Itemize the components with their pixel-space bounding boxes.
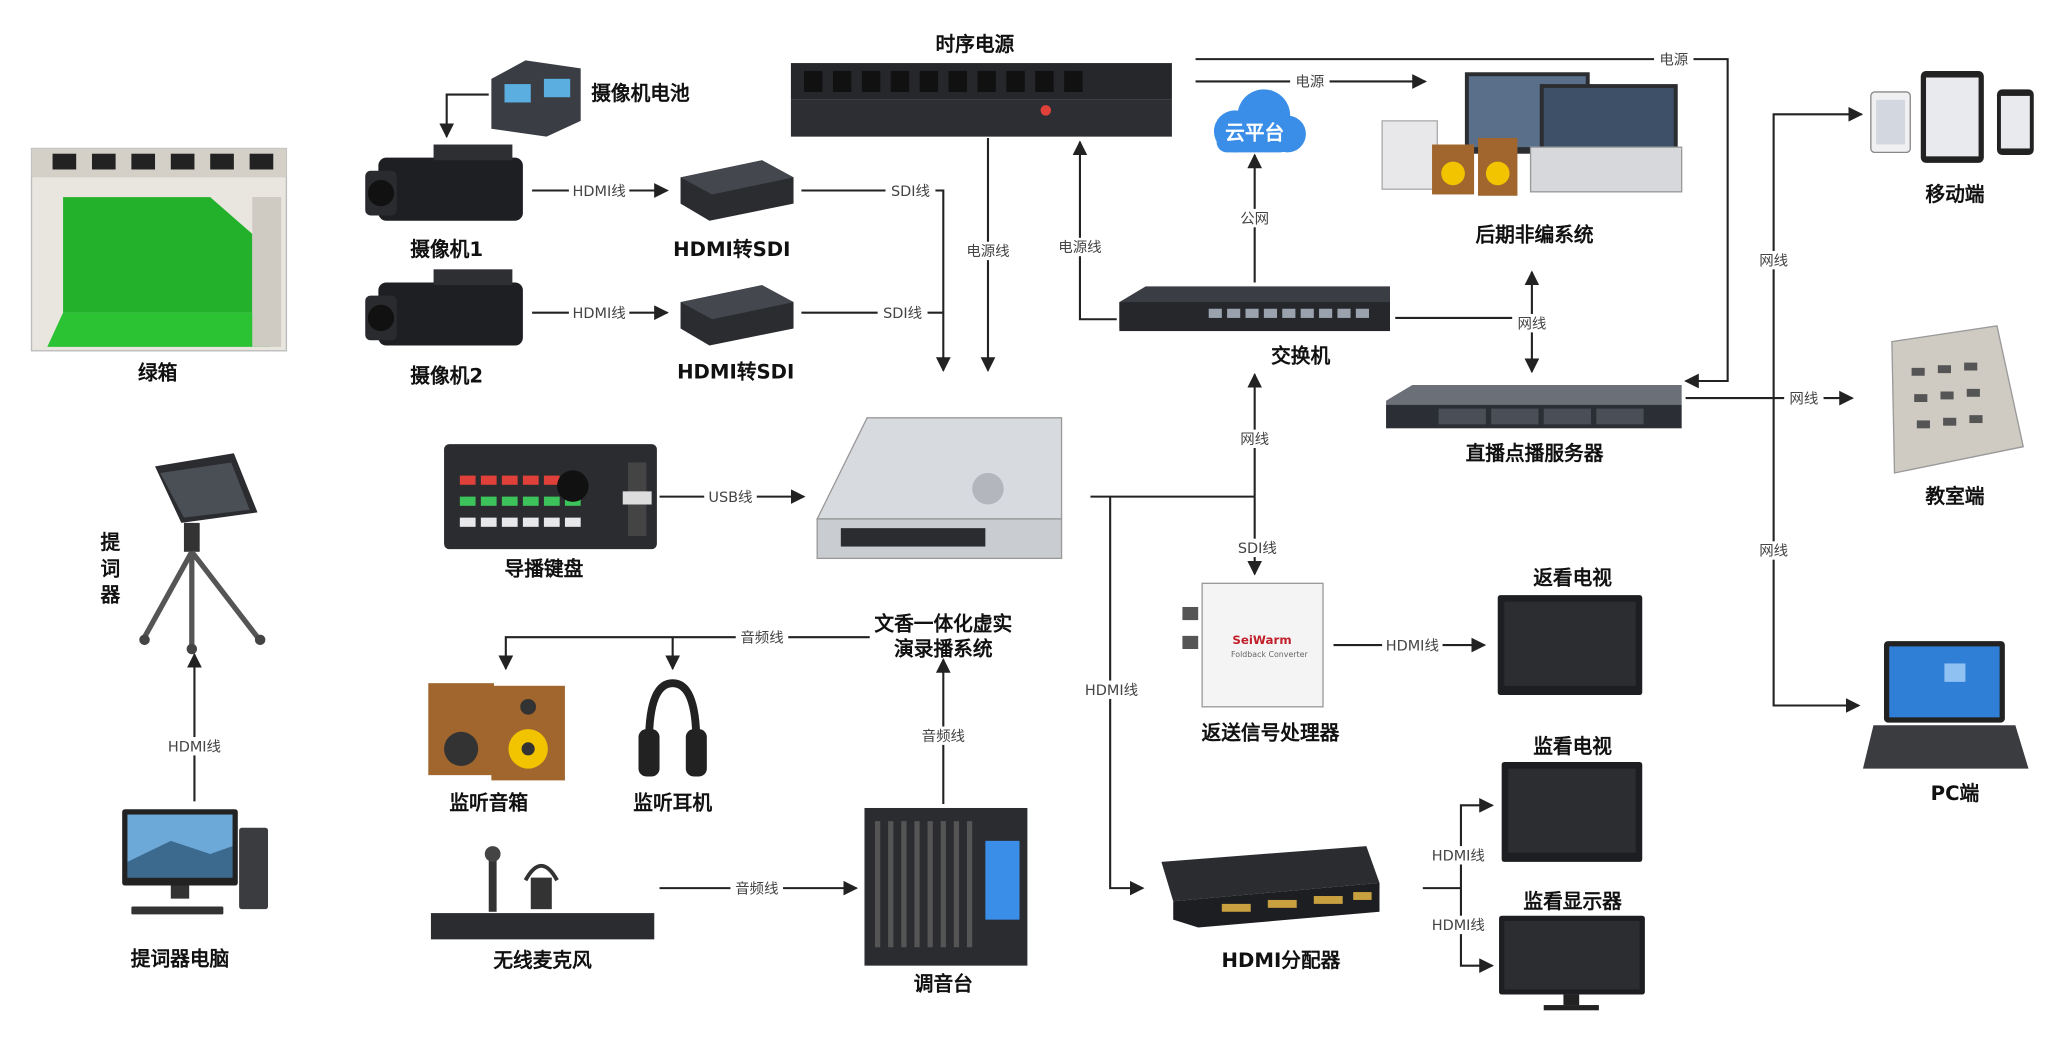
streaming-server-image <box>1386 384 1682 429</box>
camera2-label: 摄像机2 <box>410 364 483 387</box>
caption-power-down: 电源线 <box>966 243 1009 260</box>
teleprompter-label-char-3: 器 <box>100 584 121 607</box>
caption-net-main-switch: 网线 <box>1240 431 1269 448</box>
pc-laptop-image <box>1862 641 2029 769</box>
caption-hdmi-return-tv: HDMI线 <box>1386 637 1439 654</box>
pc-label: PC端 <box>1931 782 1980 805</box>
caption-net-pc: 网线 <box>1759 543 1788 560</box>
teleprompter-label-char-2: 词 <box>101 557 121 580</box>
monitor-headphones-icon <box>638 679 707 777</box>
caption-power-right: 电源 <box>1295 74 1324 91</box>
audio-out-line <box>498 636 870 671</box>
converter1-image <box>680 160 794 221</box>
cloud-icon <box>1213 89 1306 153</box>
power-server-line <box>1195 58 1729 389</box>
sdi1-line <box>801 189 951 372</box>
monitor-headphones-label: 监听耳机 <box>633 791 712 814</box>
switch-image <box>1119 286 1391 332</box>
caption-sdi-return: SDI线 <box>1238 540 1277 557</box>
teleprompter-image <box>139 453 266 655</box>
caption-audio-out: 音频线 <box>740 629 783 646</box>
return-processor-image: SeiWarm Foldback Converter <box>1182 582 1324 708</box>
switch-label: 交换机 <box>1271 345 1330 368</box>
teleprompter-label: 提 词 器 <box>100 531 121 607</box>
monitor-display-image <box>1499 915 1645 1011</box>
caption-power-up: 电源线 <box>1058 239 1101 256</box>
sequencer-image <box>790 63 1172 137</box>
caption-hdmi2: HDMI线 <box>573 305 626 322</box>
main-system-image <box>816 417 1063 560</box>
cloud-label: 云平台 <box>1225 121 1284 144</box>
camera1-image <box>365 144 523 221</box>
teleprompter-pc-label: 提词器电脑 <box>131 948 229 971</box>
camera-battery-label: 摄像机电池 <box>591 82 690 105</box>
classroom-label: 教室端 <box>1925 485 1984 508</box>
net-pc-line <box>1772 398 1861 713</box>
monitor-speakers-image <box>428 683 565 781</box>
converter-model: Foldback Converter <box>1231 650 1308 659</box>
wireless-mic-image <box>430 846 655 940</box>
caption-hdmi-split-display: HDMI线 <box>1432 917 1485 934</box>
caption-power-right2: 电源 <box>1659 51 1688 68</box>
caption-hdmi1: HDMI线 <box>573 183 626 200</box>
power-up-line <box>1072 140 1117 321</box>
caption-usb: USB线 <box>708 489 752 506</box>
caption-sdi1: SDI线 <box>891 183 930 200</box>
caption-hdmi-teleprompter: HDMI线 <box>168 738 221 755</box>
camera1-label: 摄像机1 <box>410 238 483 261</box>
teleprompter-label-char-1: 提 <box>101 531 121 554</box>
caption-net-mobile: 网线 <box>1759 252 1788 269</box>
monitor-tv-image <box>1501 762 1643 862</box>
classroom-image <box>1891 325 2025 474</box>
system-label-line1: 文香一体化虚实 <box>874 613 1012 636</box>
mixer-label: 调音台 <box>914 973 973 996</box>
converter2-label: HDMI转SDI <box>677 360 794 383</box>
return-processor-label: 返送信号处理器 <box>1202 722 1340 745</box>
monitor-display-label: 监看显示器 <box>1523 890 1622 913</box>
hdmi-main-splitter-line <box>1109 496 1145 896</box>
post-edit-label: 后期非编系统 <box>1475 224 1593 247</box>
hdmi-splitter-label: HDMI分配器 <box>1222 949 1341 972</box>
camera-battery-image <box>491 60 581 137</box>
director-keyboard-label: 导播键盘 <box>505 557 584 580</box>
battery-to-camera-line <box>439 93 489 139</box>
edge-captions: HDMI线 HDMI线 SDI线 SDI线 电源线 电源线 电源 电源 公网 网… <box>164 49 1824 934</box>
green-box-label: 绿箱 <box>138 362 178 385</box>
caption-audio-mic: 音频线 <box>735 880 778 897</box>
director-keyboard-image <box>444 444 657 550</box>
caption-hdmi-main-splitter: HDMI线 <box>1085 682 1138 699</box>
caption-sdi2: SDI线 <box>883 305 922 322</box>
wireless-mic-label: 无线麦克风 <box>493 949 592 972</box>
mobile-image <box>1870 70 2034 163</box>
hdmi-split-display-line <box>1459 888 1494 974</box>
camera2-image <box>365 269 523 346</box>
post-edit-image <box>1381 72 1683 196</box>
monitor-tv-label: 监看电视 <box>1533 735 1612 758</box>
caption-audio-mixer-up: 音频线 <box>922 728 965 745</box>
converter2-image <box>680 285 794 346</box>
streaming-server-label: 直播点播服务器 <box>1466 442 1604 465</box>
green-box-image <box>30 147 288 352</box>
monitor-speakers-label: 监听音箱 <box>449 791 528 814</box>
converter-brand: SeiWarm <box>1232 633 1291 647</box>
caption-net-switch-post: 网线 <box>1517 315 1546 332</box>
system-label-line2: 演录播系统 <box>894 638 993 661</box>
mobile-label: 移动端 <box>1925 183 1984 206</box>
return-tv-label: 返看电视 <box>1533 567 1612 590</box>
sequencer-label: 时序电源 <box>935 33 1014 56</box>
teleprompter-pc-image <box>122 809 269 915</box>
caption-net-classroom: 网线 <box>1789 390 1818 407</box>
mixer-image <box>864 807 1028 966</box>
return-tv-image <box>1497 595 1643 696</box>
hdmi-splitter-image <box>1161 846 1380 928</box>
caption-hdmi-split-tv: HDMI线 <box>1432 848 1485 865</box>
converter1-label: HDMI转SDI <box>673 238 790 261</box>
caption-public-net: 公网 <box>1240 211 1269 227</box>
